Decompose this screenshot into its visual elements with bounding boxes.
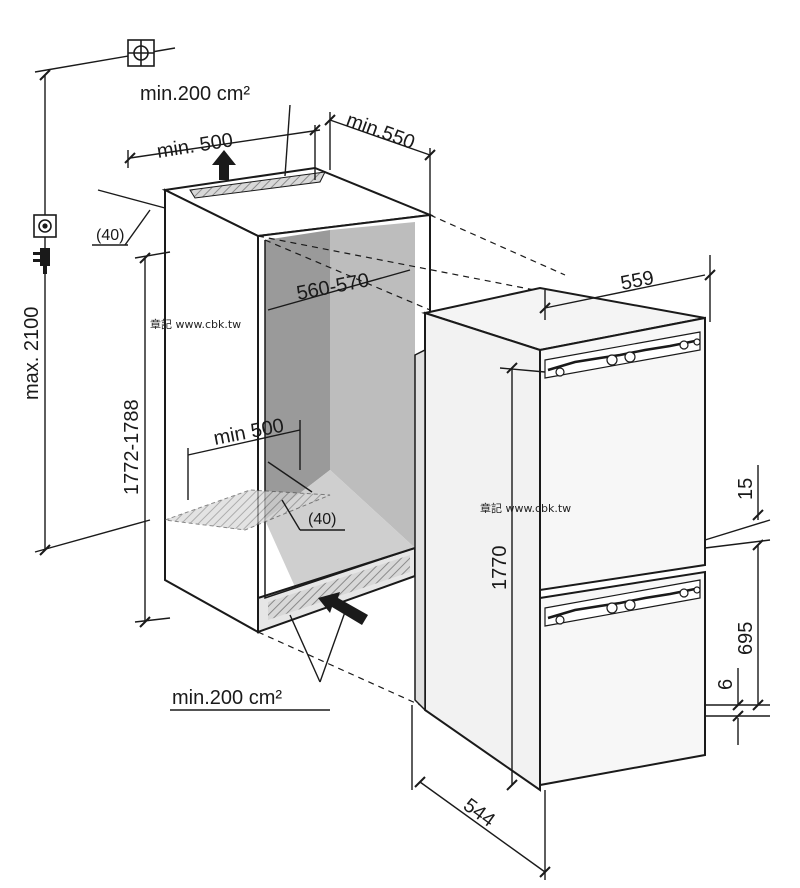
- watermark: 章記 www.cbk.tw: [480, 501, 571, 515]
- label-door-gap: 15: [735, 478, 757, 500]
- vent-arrow-up-icon: [212, 150, 236, 180]
- label-base-gap: 6: [715, 679, 737, 690]
- dimension-lines: [34, 47, 771, 880]
- label-lower-door-height: 695: [735, 622, 757, 655]
- socket-icon: [33, 214, 57, 238]
- cabinet-niche: [161, 166, 434, 634]
- ground-symbol-icon: [127, 39, 155, 67]
- label-rear-gap-top: (40): [96, 227, 124, 244]
- label-appliance-height: 1770: [489, 546, 511, 591]
- label-niche-depth: min.550: [343, 109, 417, 154]
- label-max-socket-height: max. 2100: [21, 307, 43, 400]
- watermark: 章記 www.cbk.tw: [150, 317, 241, 331]
- vent-arrow-in-icon: [318, 592, 368, 625]
- projection-lines: [257, 214, 566, 706]
- control-panel-upper: [544, 331, 701, 379]
- label-appliance-depth: 544: [459, 794, 499, 831]
- label-appliance-width: 559: [619, 267, 656, 295]
- label-vent-bottom-area: min.200 cm²: [172, 687, 282, 709]
- plug-icon: [33, 248, 50, 274]
- dimension-ticks: [39, 69, 764, 878]
- label-rear-gap-bottom: (40): [308, 511, 336, 528]
- control-panel-lower: [544, 579, 701, 627]
- label-vent-top-area: min.200 cm²: [140, 83, 250, 105]
- appliance-fridge: [414, 286, 706, 792]
- label-niche-height: 1772-1788: [121, 399, 143, 495]
